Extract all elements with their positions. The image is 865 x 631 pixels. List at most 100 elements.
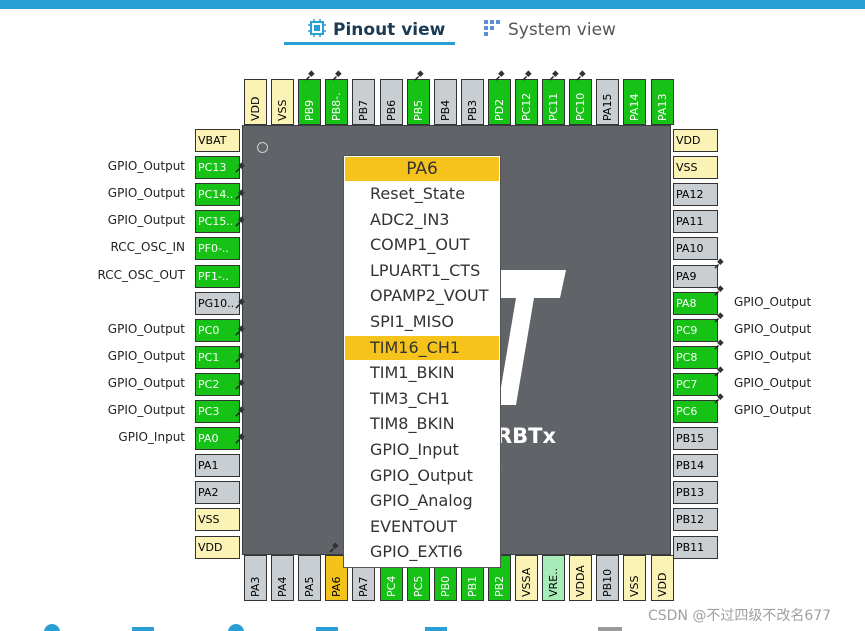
chip-part-name: RBTx xyxy=(496,424,557,448)
pin-right-12[interactable]: PB14 xyxy=(673,454,718,478)
pin-signal-label: GPIO_Output xyxy=(734,294,812,309)
pushpin-icon xyxy=(235,379,245,390)
st-logo xyxy=(486,270,568,409)
pin-left-12[interactable]: PA1 xyxy=(195,454,240,478)
pin-top-7[interactable]: PB4 xyxy=(433,79,457,125)
menu-item-gpio-analog[interactable]: GPIO_Analog xyxy=(370,491,473,511)
menu-item-tim3-ch1[interactable]: TIM3_CH1 xyxy=(370,388,450,408)
pin-right-0[interactable]: VDD xyxy=(673,129,718,152)
pushpin-icon xyxy=(714,312,724,323)
pin-bottom-2[interactable]: PA5 xyxy=(298,555,322,601)
menu-item-opamp2-vout[interactable]: OPAMP2_VOUT xyxy=(370,286,489,306)
pin-left-9[interactable]: PC2 xyxy=(195,372,240,396)
pin-top-1[interactable]: VSS xyxy=(271,79,295,125)
menu-item-gpio-input[interactable]: GPIO_Input xyxy=(370,440,459,459)
pin-left-7[interactable]: PC0 xyxy=(195,318,240,342)
pushpin-icon xyxy=(714,366,724,377)
menu-item-eventout[interactable]: EVENTOUT xyxy=(370,516,457,536)
pushpin-icon xyxy=(235,298,245,309)
pin-left-13[interactable]: PA2 xyxy=(195,481,240,505)
active-tab-indicator xyxy=(284,42,455,45)
pin-bottom-13[interactable]: PB10 xyxy=(596,555,620,601)
pin-top-4[interactable]: PB7 xyxy=(352,79,376,125)
pin-bottom-11[interactable]: VRE.. xyxy=(542,555,566,601)
pin-left-2[interactable]: PC14.. xyxy=(195,183,240,207)
pin-right-13[interactable]: PB13 xyxy=(673,481,718,505)
pin-right-2[interactable]: PA12 xyxy=(673,183,718,207)
pushpin-icon xyxy=(714,339,724,350)
pin-right-5[interactable]: PA9 xyxy=(673,264,718,288)
top-accent-bar xyxy=(0,0,865,9)
pin-right-9[interactable]: PC7 xyxy=(673,372,718,396)
pushpin-icon xyxy=(714,257,724,269)
pin-top-2[interactable]: PB9 xyxy=(298,79,322,125)
pin-signal-label: GPIO_Output xyxy=(107,375,185,390)
pin-top-15[interactable]: PA13 xyxy=(650,79,674,125)
pin-top-3[interactable]: PB8-. xyxy=(325,79,349,125)
bottom-toolbar-icons xyxy=(44,624,622,631)
pin-bottom-15[interactable]: VDD xyxy=(650,555,674,601)
menu-item-gpio-output[interactable]: GPIO_Output xyxy=(370,465,473,485)
pin-right-8[interactable]: PC8 xyxy=(673,345,718,369)
pin1-marker xyxy=(257,142,268,153)
pin-right-4[interactable]: PA10 xyxy=(673,237,718,261)
pin-top-8[interactable]: PB3 xyxy=(460,79,484,125)
pin-right-6[interactable]: PA8 xyxy=(673,291,718,315)
pin-signal-label: RCC_OSC_OUT xyxy=(97,267,186,282)
tab-system-label: System view xyxy=(508,20,616,40)
pin-right-15[interactable]: PB11 xyxy=(673,535,718,559)
pin-bottom-14[interactable]: VSS xyxy=(623,555,647,601)
pin-left-6[interactable]: PG10.. xyxy=(195,291,240,315)
pushpin-icon xyxy=(305,70,315,81)
pin-left-3[interactable]: PC15.. xyxy=(195,210,240,234)
pushpin-icon xyxy=(235,352,245,363)
pin-top-5[interactable]: PB6 xyxy=(379,79,403,125)
pin-top-13[interactable]: PA15 xyxy=(596,79,620,125)
pin-right-7[interactable]: PC9 xyxy=(673,318,718,342)
pin-top-10[interactable]: PC12 xyxy=(515,79,538,125)
pin-top-9[interactable]: PD2 xyxy=(487,79,511,125)
pin-left-4[interactable]: PF0-.. xyxy=(195,237,240,261)
pin-left-0[interactable]: VBAT xyxy=(195,129,240,152)
pin-bottom-12[interactable]: VDDA xyxy=(569,555,593,601)
menu-item-adc2-in3[interactable]: ADC2_IN3 xyxy=(370,209,450,229)
pin-left-15[interactable]: VDD xyxy=(195,535,240,559)
pin-top-11[interactable]: PC11 xyxy=(542,79,566,125)
menu-item-tim8-bkin[interactable]: TIM8_BKIN xyxy=(370,414,455,434)
pin-bottom-0[interactable]: PA3 xyxy=(244,555,267,601)
menu-item-lpuart1-cts[interactable]: LPUART1_CTS xyxy=(370,260,481,280)
pin-top-0[interactable]: VDD xyxy=(244,79,267,125)
menu-item-gpio-exti6[interactable]: GPIO_EXTI6 xyxy=(370,542,463,562)
pin-signal-label: GPIO_Output xyxy=(734,403,812,417)
tab-pinout-view[interactable]: Pinout view xyxy=(307,18,445,42)
menu-item-comp1-out[interactable]: COMP1_OUT xyxy=(370,235,470,255)
menu-item-tim16-ch1[interactable]: TIM16_CH1 xyxy=(345,335,499,360)
pin-right-1[interactable]: VSS xyxy=(673,156,718,180)
pin-left-11[interactable]: PA0 xyxy=(195,427,240,451)
pin-left-1[interactable]: PC13 xyxy=(195,156,240,180)
tab-pinout-label: Pinout view xyxy=(333,20,446,40)
pin-left-5[interactable]: PF1-.. xyxy=(195,264,240,288)
pin-left-14[interactable]: VSS xyxy=(195,508,240,532)
menu-item-tim1-bkin[interactable]: TIM1_BKIN xyxy=(370,363,455,383)
pin-top-12[interactable]: PC10 xyxy=(569,79,593,125)
pin-signal-label: GPIO_Output xyxy=(107,186,185,201)
pushpin-icon xyxy=(235,162,245,173)
pushpin-icon xyxy=(235,433,245,444)
pin-left-10[interactable]: PC3 xyxy=(195,400,240,423)
pin-right-10[interactable]: PC6 xyxy=(673,400,718,423)
menu-item-spi1-miso[interactable]: SPI1_MISO xyxy=(370,312,454,331)
pin-signal-label: GPIO_Output xyxy=(734,375,812,390)
pin-right-14[interactable]: PB12 xyxy=(673,508,718,532)
pin-right-11[interactable]: PB15 xyxy=(673,427,718,451)
pin-top-14[interactable]: PA14 xyxy=(623,79,647,125)
pushpin-icon xyxy=(522,70,532,81)
pin-left-8[interactable]: PC1 xyxy=(195,345,240,369)
pin-top-6[interactable]: PB5 xyxy=(406,79,430,125)
tab-system-view[interactable]: System view xyxy=(482,18,616,42)
pin-bottom-10[interactable]: VSSA xyxy=(515,555,538,601)
menu-title: PA6 xyxy=(345,157,499,181)
pin-bottom-1[interactable]: PA4 xyxy=(271,555,295,601)
pin-right-3[interactable]: PA11 xyxy=(673,210,718,234)
menu-item-reset-state[interactable]: Reset_State xyxy=(370,184,466,203)
